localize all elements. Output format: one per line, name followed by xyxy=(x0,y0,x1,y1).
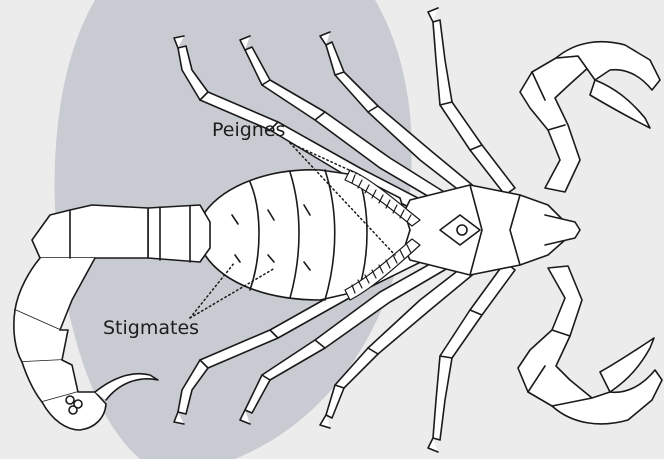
cephalothorax xyxy=(395,185,580,275)
pedipalp-upper xyxy=(520,42,660,192)
stigmates-label: Stigmates xyxy=(103,317,199,339)
peignes-label: Peignes xyxy=(212,119,285,141)
pedipalp-lower xyxy=(518,266,662,424)
